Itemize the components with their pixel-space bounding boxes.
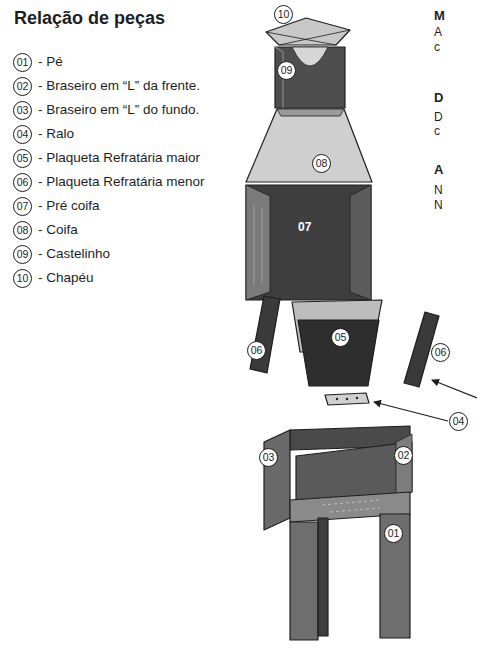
callout-number: 06 [17, 177, 29, 188]
callout-number: 04 [453, 416, 465, 427]
callout-number: 02 [17, 81, 29, 92]
callout-number: 03 [17, 105, 29, 116]
pe-part [380, 514, 410, 638]
callout-number: 06 [435, 347, 447, 358]
leader-arrow [432, 380, 477, 398]
castelinho-part [275, 47, 345, 108]
part-name: - Plaqueta Refratária maior [38, 151, 200, 166]
callout-circle: 02 [394, 446, 413, 465]
callout-circle: 06 [13, 173, 32, 192]
callout-number: 08 [17, 225, 29, 236]
callout-number: 03 [263, 452, 275, 463]
part-name: - Pé [38, 55, 63, 70]
callout-number: 10 [278, 9, 290, 20]
cut-text: c [434, 125, 440, 138]
part-name: - Ralo [38, 127, 74, 142]
callout-circle: 01 [13, 53, 32, 72]
callout-number: 05 [17, 153, 29, 164]
callout-circle: 03 [259, 448, 278, 467]
plaqueta-menor-part [250, 296, 280, 373]
leader-arrow [374, 402, 448, 421]
callout-circle: 03 [13, 101, 32, 120]
cut-text: D [434, 111, 443, 124]
part-name: - Braseiro em “L” da frente. [38, 79, 200, 94]
callout-circle: 09 [277, 61, 296, 80]
part-name: - Braseiro em “L” do fundo. [38, 103, 199, 118]
callout-number: 09 [281, 65, 293, 76]
callout-number: 02 [398, 450, 410, 461]
cut-text: A [434, 26, 442, 39]
callout-circle: 05 [13, 149, 32, 168]
callout-number: 05 [335, 332, 347, 343]
callout-number: 09 [17, 249, 29, 260]
callout-circle: 04 [13, 125, 32, 144]
cut-text: D [434, 91, 443, 105]
cut-text: N [434, 199, 443, 212]
callout-circle: 10 [274, 5, 293, 24]
pre-coifa-part [246, 185, 371, 300]
plaqueta-frente-part [298, 320, 379, 386]
callout-circle: 05 [331, 328, 350, 347]
callout-circle: 01 [384, 524, 403, 543]
callout-circle: 09 [13, 245, 32, 264]
part-name: - Plaqueta Refratária menor [38, 175, 205, 190]
callout-number: 01 [17, 57, 29, 68]
part-name: - Coifa [38, 223, 78, 238]
coifa-part [246, 109, 372, 182]
callout-circle: 08 [13, 221, 32, 240]
cut-text: c [434, 41, 440, 54]
callout-number: 01 [388, 528, 400, 539]
list-title: Relação de peças [14, 8, 165, 29]
callout-number: 06 [251, 345, 263, 356]
cut-text: M [434, 9, 445, 23]
callout-number: 10 [17, 273, 29, 284]
pe-part [290, 522, 318, 640]
part-number: 07 [298, 221, 311, 234]
cut-text: A [434, 163, 443, 177]
callout-circle: 04 [449, 412, 468, 431]
callout-circle: 10 [13, 269, 32, 288]
callout-circle: 02 [13, 77, 32, 96]
callout-number: 04 [17, 129, 29, 140]
braseiro-fundo-part [264, 430, 290, 530]
part-name: - Castelinho [38, 247, 110, 262]
callout-number: 07 [17, 201, 29, 212]
callout-circle: 06 [431, 343, 450, 362]
callout-number: 08 [316, 158, 328, 169]
part-name: - Chapéu [38, 271, 94, 286]
cut-text: N [434, 184, 443, 197]
callout-circle: 08 [312, 154, 331, 173]
callout-circle: 07 [13, 197, 32, 216]
callout-circle: 06 [247, 341, 266, 360]
part-name: - Pré coifa [38, 199, 100, 214]
ralo-part [325, 393, 369, 405]
